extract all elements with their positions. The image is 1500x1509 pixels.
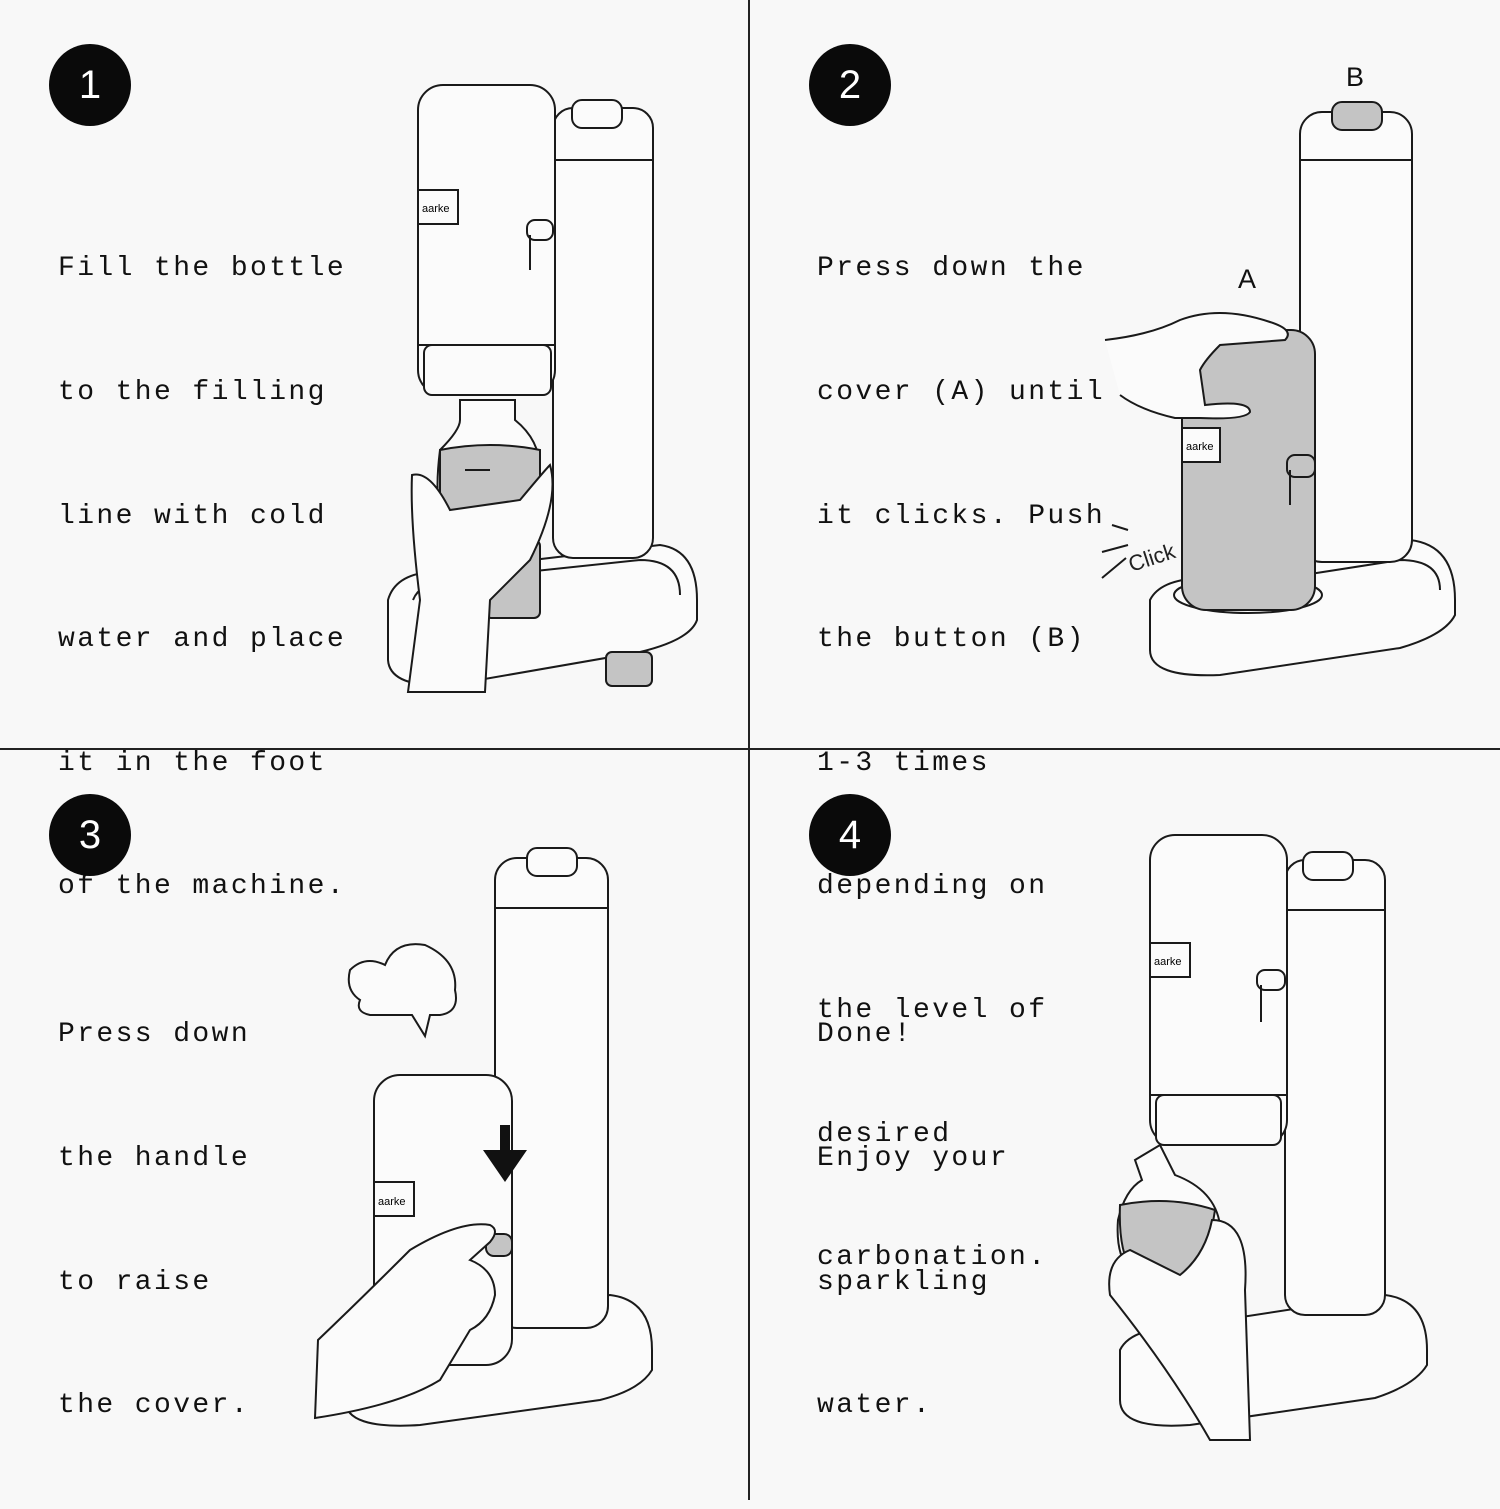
instruction-line: the handle bbox=[58, 1143, 251, 1174]
instruction-line: depending on bbox=[817, 871, 1048, 903]
instruction-line: 1-3 times bbox=[817, 747, 990, 779]
step-2-illustration: aarke bbox=[1101, 101, 1456, 677]
label-button-b: B bbox=[1346, 62, 1365, 92]
step-3-instructions: Press down the handle to raise the cover… bbox=[58, 932, 250, 1509]
instruction-line: the cover. bbox=[58, 1390, 251, 1422]
instruction-line: Done! bbox=[817, 1019, 914, 1051]
instruction-line: cover (A) until bbox=[817, 377, 1106, 408]
step-1-instructions: Fill the bottle to the filling line with… bbox=[58, 166, 346, 990]
step-2-instructions: Press down the cover (A) until it clicks… bbox=[817, 166, 1105, 1361]
step-4-instructions: Done! Enjoy your sparkling water. bbox=[817, 932, 1009, 1509]
step-4-illustration: aarke bbox=[1108, 834, 1428, 1441]
step-number-badge: 4 bbox=[809, 794, 891, 876]
instruction-line: Enjoy your bbox=[817, 1143, 1010, 1174]
instruction-line: carbonation. bbox=[817, 1242, 1048, 1274]
instruction-line: of the machine. bbox=[58, 871, 347, 903]
step-3-illustration: aarke bbox=[313, 847, 653, 1427]
aarke-logo: aarke bbox=[422, 203, 450, 215]
instruction-line: Press down bbox=[58, 1019, 251, 1051]
instruction-line: line with cold bbox=[58, 500, 327, 532]
vertical-divider bbox=[748, 0, 750, 1500]
instruction-line: Press down the bbox=[817, 253, 1086, 285]
step-1-illustration: aarke bbox=[387, 84, 698, 693]
instruction-line: to the filling bbox=[58, 377, 327, 408]
step-number-badge: 1 bbox=[49, 44, 131, 126]
instruction-line: desired bbox=[817, 1118, 952, 1150]
instruction-line: it in the foot bbox=[58, 747, 327, 779]
step-1-panel: aarke 1 Fill the bottle to the filling l… bbox=[0, 0, 750, 902]
horizontal-divider bbox=[0, 748, 1500, 750]
instruction-line: the button (B) bbox=[817, 624, 1086, 656]
instruction-line: Fill the bottle bbox=[58, 253, 347, 285]
instruction-line: to raise bbox=[58, 1266, 212, 1298]
step-number-badge: 2 bbox=[809, 44, 891, 126]
step-number-badge: 3 bbox=[49, 794, 131, 876]
instruction-line: water. bbox=[817, 1390, 933, 1422]
svg-text:aarke: aarke bbox=[1154, 956, 1182, 968]
svg-text:aarke: aarke bbox=[378, 1196, 406, 1208]
instruction-line: sparkling bbox=[817, 1266, 990, 1298]
step-3-panel: aarke 3 Press down the handle to raise t… bbox=[0, 750, 750, 1500]
instruction-line: water and place bbox=[58, 624, 347, 656]
step-2-panel: aarke A B Click 2 Press down the cover (… bbox=[750, 0, 1500, 1273]
label-cover-a: A bbox=[1238, 264, 1257, 294]
instruction-line: the level of bbox=[817, 994, 1048, 1026]
instruction-line: it clicks. Push bbox=[817, 500, 1106, 532]
step-4-panel: aarke 4 Done! Enjoy your sparkling water… bbox=[750, 750, 1500, 1500]
svg-text:aarke: aarke bbox=[1186, 441, 1214, 453]
